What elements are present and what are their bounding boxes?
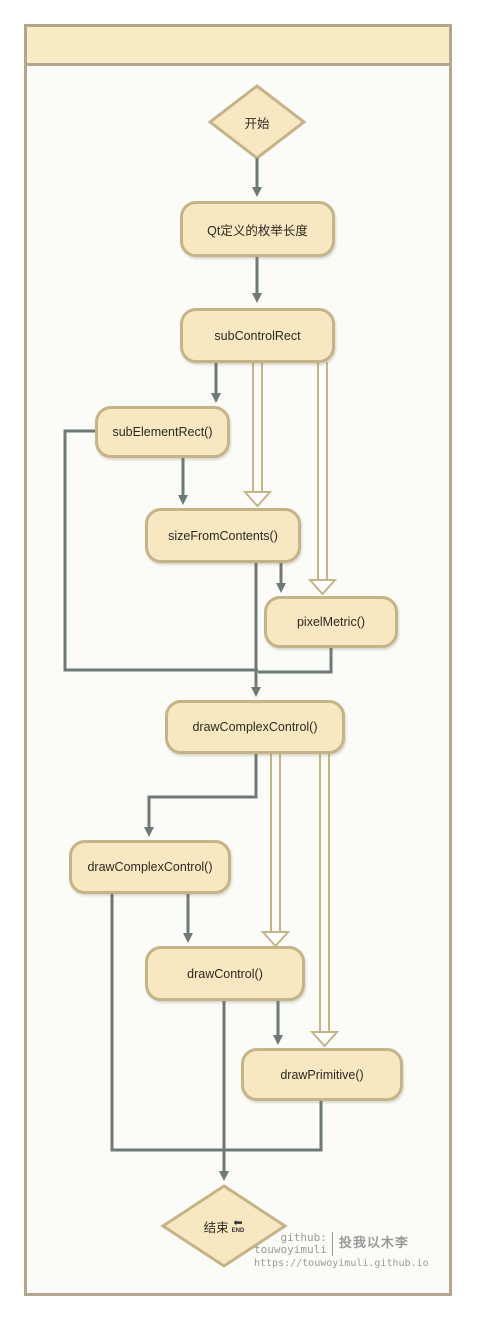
node-draw-complex-control-sub: drawComplexControl() xyxy=(69,840,231,894)
node-draw-control: drawControl() xyxy=(145,946,305,1001)
hollow-arrowhead-4 xyxy=(309,1031,340,1048)
node-qt-enum-length: Qt定义的枚举长度 xyxy=(180,201,335,257)
watermark: github: touwoyimuli 投我以木李 https://touwoy… xyxy=(254,1232,429,1270)
edge-subelementrect-loop xyxy=(63,429,258,672)
end-badge: END xyxy=(231,1227,245,1234)
watermark-line1: github: xyxy=(280,1231,327,1244)
hollow-arrowhead-1 xyxy=(242,491,273,508)
hollow-arrowhead-2 xyxy=(307,579,338,596)
edge-drawprimitive-to-end xyxy=(224,1100,323,1152)
watermark-url: https://touwoyimuli.github.io xyxy=(254,1258,429,1269)
node-size-from-contents: sizeFromContents() xyxy=(145,508,301,563)
hollow-arrowhead-3 xyxy=(260,931,291,948)
node-pixel-metric: pixelMetric() xyxy=(264,596,398,648)
watermark-line2: touwoyimuli xyxy=(254,1243,327,1256)
node-draw-primitive: drawPrimitive() xyxy=(241,1048,403,1101)
end-icon: ⬅ END xyxy=(231,1216,245,1234)
watermark-brand: 投我以木李 xyxy=(338,1236,409,1251)
node-draw-complex-control-main: drawComplexControl() xyxy=(165,700,345,754)
back-arrow-icon: ⬅ xyxy=(233,1216,243,1229)
start-label: 开始 xyxy=(244,116,270,131)
hollow-edge-subcontrolrect-to-sizefromcontents xyxy=(252,362,263,492)
node-sub-control-rect: subControlRect xyxy=(180,308,335,363)
edge-pixelmetric-to-drawcomplexcontrol xyxy=(258,646,333,674)
end-diamond xyxy=(160,1184,288,1268)
node-sub-element-rect: subElementRect() xyxy=(95,406,230,458)
end-label: 结束 xyxy=(203,1220,229,1235)
hollow-edge-drawcomplexcontrol-to-drawcontrol xyxy=(270,752,281,932)
hollow-edge-drawcomplexcontrol-to-drawprimitive xyxy=(319,752,330,1032)
hollow-edge-subcontrolrect-to-pixelmetric xyxy=(317,362,328,580)
swimlane-header xyxy=(24,24,452,66)
end-label-group: 结束 ⬅ END xyxy=(184,1214,264,1238)
edge-drawcomplexcontrol-to-sub xyxy=(144,752,258,837)
edge-sub-to-end xyxy=(110,892,224,1152)
